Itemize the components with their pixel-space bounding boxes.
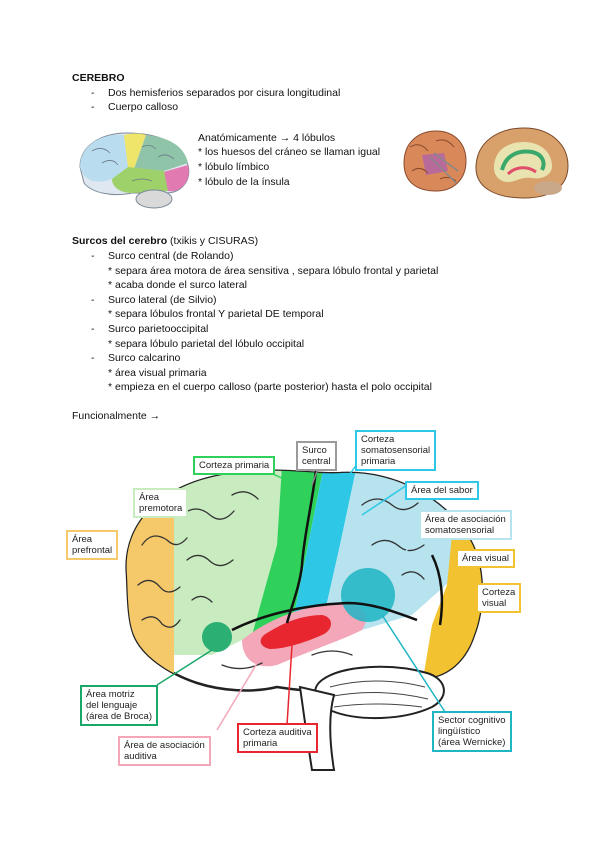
surco-detail: * separa área motora de área sensitiva ,…	[108, 264, 439, 277]
bullet-dash: -	[91, 101, 95, 113]
cerebro-item: Dos hemisferios separados por cisura lon…	[108, 87, 341, 99]
brain-lobes-image	[79, 132, 190, 209]
label-area-asociacion-auditiva: Área de asociación auditiva	[118, 736, 211, 766]
surco-detail: * separa lóbulos frontal Y parietal DE t…	[108, 308, 324, 321]
label-corteza-primaria: Corteza primaria	[193, 456, 276, 475]
funcionalmente-text: Funcionalmente →	[72, 410, 161, 422]
label-sector-wernicke: Sector cognitivo lingüístico (área Werni…	[432, 711, 512, 752]
label-area-premotora: Área premotora	[133, 488, 189, 518]
bullet-dash: -	[91, 352, 95, 365]
surco-item: Surco lateral (de Silvio)	[108, 293, 217, 306]
anatomy-item: * lóbulo límbico	[198, 161, 270, 173]
surco-detail: * acaba donde el surco lateral	[108, 279, 247, 292]
surco-item: Surco calcarino	[108, 352, 181, 365]
surco-detail: * empieza en el cuerpo calloso (parte po…	[108, 381, 432, 394]
label-area-sabor: Área del sabor	[405, 481, 479, 500]
central-sulcus	[285, 469, 318, 624]
label-area-asociacion-somatosensorial: Área de asociación somatosensorial	[419, 510, 512, 540]
surco-item: Surco parietooccipital	[108, 323, 209, 335]
bullet-dash: -	[91, 323, 95, 335]
label-area-broca: Área motriz del lenguaje (área de Broca)	[80, 685, 159, 726]
anatomy-line: Anatómicamente → 4 lóbulos	[198, 132, 336, 144]
bullet-dash: -	[91, 293, 95, 306]
lateral-sulcus	[231, 601, 418, 632]
region-motor	[252, 470, 324, 635]
label-surco-central: Surco central	[296, 441, 337, 471]
label-corteza-auditiva: Corteza auditiva primaria	[237, 723, 318, 753]
region-broca	[202, 622, 232, 652]
bullet-dash: -	[91, 250, 95, 262]
surcos-heading: Surcos del cerebro (txikis y CISURAS)	[72, 234, 258, 248]
region-somatosensory	[292, 470, 357, 625]
cerebro-item: Cuerpo calloso	[108, 101, 179, 113]
surco-item: Surco central (de Rolando)	[108, 250, 234, 262]
bullet-dash: -	[91, 87, 95, 99]
brain-limbic-image	[475, 127, 569, 199]
region-wernicke	[341, 568, 395, 622]
surcos-heading-rest: (txikis y CISURAS)	[167, 235, 259, 247]
label-corteza-somatosensorial: Corteza somatosensorial primaria	[355, 430, 437, 471]
cerebro-heading: CEREBRO	[72, 72, 125, 84]
surco-detail: * área visual primaria	[108, 366, 207, 379]
brain-insula-image	[400, 127, 468, 199]
label-area-visual: Área visual	[456, 549, 515, 568]
surcos-heading-bold: Surcos del cerebro	[72, 235, 168, 247]
region-premotor	[174, 470, 282, 655]
surco-detail: * separa lóbulo parietal del lóbulo occi…	[108, 337, 305, 350]
brain-functional-diagram	[125, 449, 484, 771]
label-corteza-visual: Corteza visual	[476, 583, 522, 613]
region-auditory	[260, 615, 331, 649]
anatomy-item: * los huesos del cráneo se llaman igual	[198, 146, 381, 158]
label-area-prefrontal: Área prefrontal	[66, 530, 119, 560]
anatomy-item: * lóbulo de la ínsula	[198, 176, 290, 188]
